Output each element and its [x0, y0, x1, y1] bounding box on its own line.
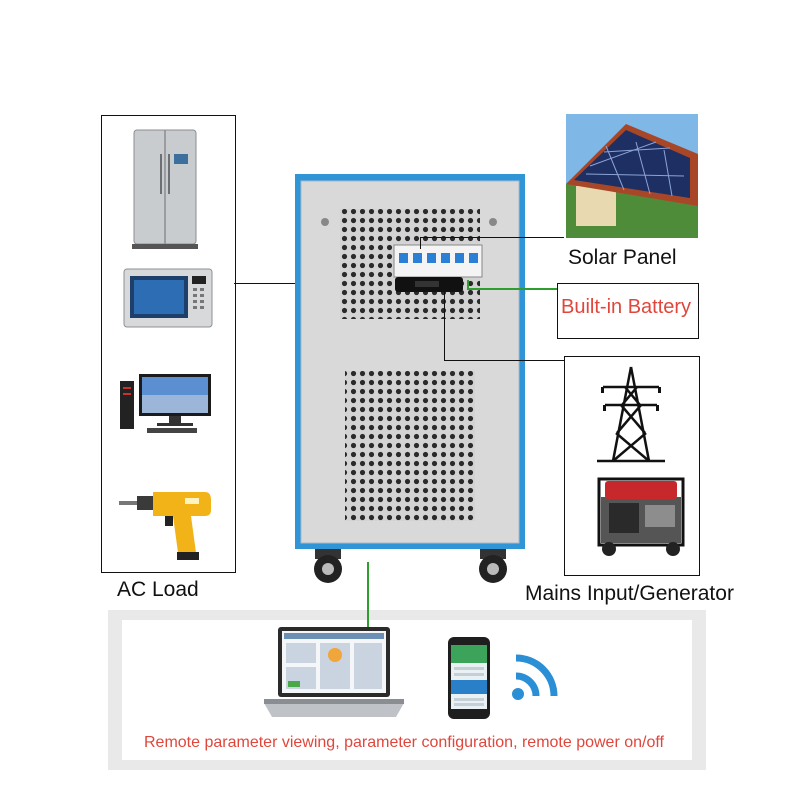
- generator-icon: [597, 477, 685, 556]
- ac-load-box: [101, 115, 236, 573]
- remote-monitoring-inner: [122, 620, 692, 760]
- solar-connector-line-v: [420, 237, 421, 249]
- wifi-signal-icon: [512, 654, 558, 700]
- mains-input-box: [564, 356, 700, 576]
- solar-panel-label: Solar Panel: [568, 246, 677, 269]
- power-drill-icon: [119, 492, 211, 560]
- solar-panel-image: [566, 114, 698, 238]
- refrigerator-icon: [132, 129, 198, 249]
- transmission-tower-icon: [597, 366, 665, 463]
- inverter-cabinet: [295, 174, 525, 583]
- smartphone-icon: [448, 637, 490, 719]
- ac-load-label: AC Load: [117, 578, 199, 601]
- battery-connector-line-h: [467, 288, 557, 290]
- remote-caption: Remote parameter viewing, parameter conf…: [144, 734, 664, 751]
- mains-connector-line-h: [444, 360, 564, 361]
- remote-monitoring-panel: [108, 610, 706, 770]
- remote-connector-line: [367, 562, 369, 637]
- laptop-icon: [264, 627, 404, 717]
- built-in-battery-box: Built-in Battery: [557, 283, 699, 339]
- mains-connector-line-v: [444, 290, 445, 360]
- battery-connector-line-v: [467, 280, 469, 290]
- desktop-computer-icon: [120, 374, 211, 433]
- mains-input-label: Mains Input/Generator: [525, 582, 734, 605]
- solar-connector-line-h: [420, 237, 564, 238]
- microwave-icon: [123, 268, 213, 328]
- built-in-battery-label: Built-in Battery: [561, 296, 692, 318]
